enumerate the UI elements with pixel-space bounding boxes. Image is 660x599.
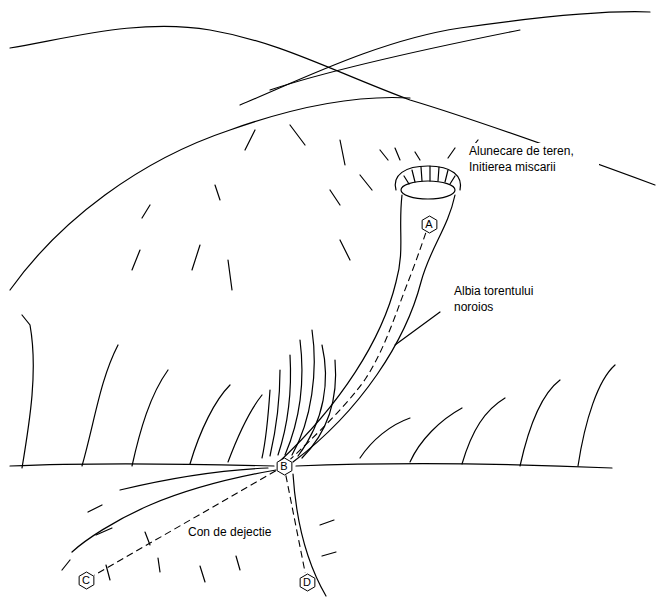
callout-hexagon: A [420,215,439,234]
ground-line [10,464,612,468]
hexagon-shape [300,574,315,591]
hill-line [10,97,410,290]
gully-strokes [132,125,478,345]
channel-bank [279,195,402,462]
flow-path [290,233,425,459]
callout-hexagon: B [275,457,294,476]
gully-strokes [22,315,615,468]
callout-letter: A [425,219,432,230]
flow-path [94,471,276,576]
annotation-label: Con de dejectie [186,524,273,540]
callout-letter: B [280,461,287,472]
stream-line [120,468,268,490]
callout-hexagon: D [298,573,317,592]
callout-letter: D [303,577,311,588]
callout-letter: C [82,575,90,586]
scar-ticks [404,166,455,184]
ravine-fan [262,330,336,458]
landslide-scar [395,166,460,190]
annotation-label: Alunecare de teren, Initierea miscarii [467,143,599,175]
callout-hexagon: C [77,571,96,590]
ridge-line [270,30,520,90]
flow-path [286,475,305,572]
hexagon-shape [277,458,292,475]
annotation-label: Albia torentului noroios [452,283,560,315]
stream-line [72,470,276,552]
hexagon-shape [422,216,437,233]
ridge-line [10,26,655,185]
hexagon-shape [79,572,94,589]
ridge-line [240,12,650,105]
